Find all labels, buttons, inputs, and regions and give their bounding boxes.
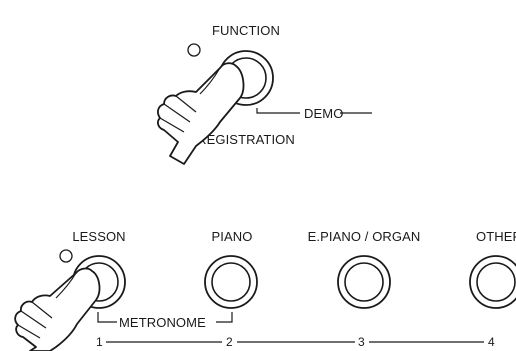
lesson-led-icon (59, 249, 73, 263)
function-label: FUNCTION (212, 23, 280, 38)
number-4: 4 (488, 335, 495, 349)
others-label: OTHERS (476, 229, 516, 244)
pressing-hand-icon (14, 267, 101, 351)
demo-label: DEMO (304, 106, 343, 121)
others-button[interactable] (469, 255, 516, 309)
number-3: 3 (358, 335, 365, 349)
metronome-bracket-left (97, 312, 117, 323)
epiano-organ-label: E.PIANO / ORGAN (308, 229, 421, 244)
piano-button[interactable] (204, 255, 258, 309)
function-led-icon (187, 43, 201, 57)
piano-label: PIANO (212, 229, 253, 244)
metronome-bracket-right (216, 312, 233, 323)
registration-label: REGISTRATION (197, 132, 295, 147)
pressing-hand-icon (157, 62, 245, 165)
demo-bracket-left (256, 108, 300, 114)
lesson-label: LESSON (72, 229, 125, 244)
number-1: 1 (96, 335, 103, 349)
number-2: 2 (226, 335, 233, 349)
epiano-organ-button[interactable] (337, 255, 391, 309)
metronome-label: METRONOME (119, 315, 206, 330)
